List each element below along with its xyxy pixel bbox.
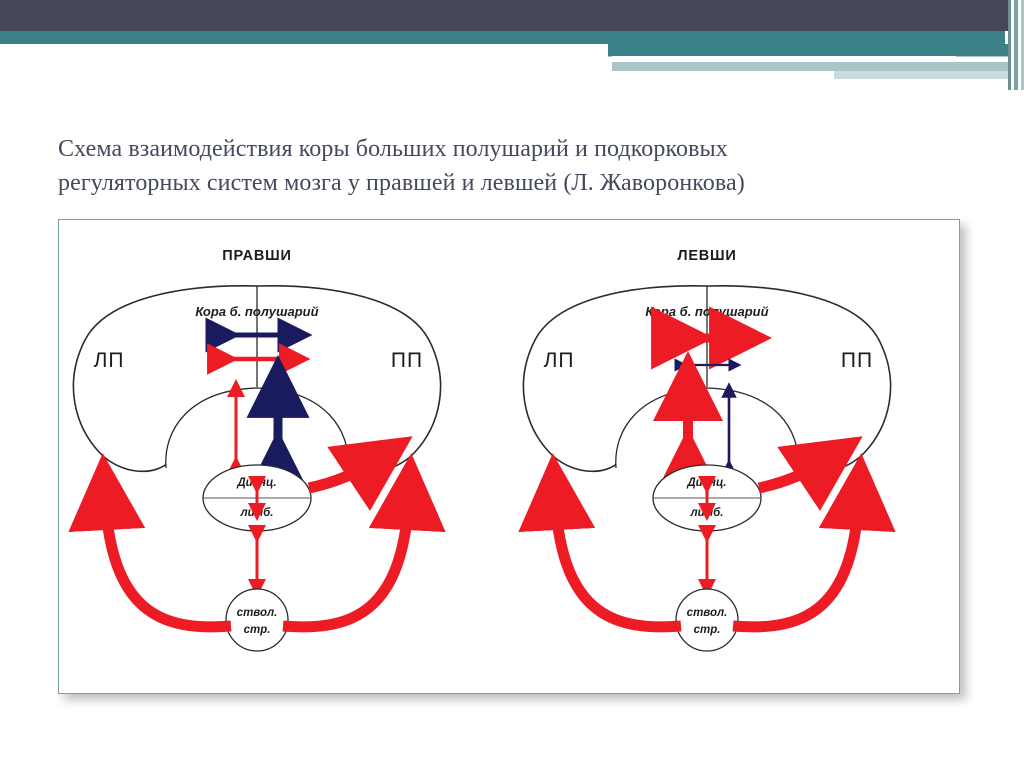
header-accent-white-2 (612, 71, 834, 79)
ascending-arrow-right-left-handers (732, 453, 896, 633)
cortex-label-right-handers: Кора б. полушарий (195, 304, 318, 319)
slide-title: Схема взаимодействия коры больших полуша… (58, 136, 745, 196)
diencephalon-to-right-hemisphere-arrow-right-handers (307, 436, 413, 511)
ascending-arrow-left-right-handers (68, 453, 232, 633)
header-vertical-stripe-3 (1014, 0, 1018, 90)
header-vertical-stripe-5 (1021, 0, 1024, 90)
header-dark-bar-cap (1002, 0, 1008, 31)
slide-header-decoration (0, 0, 1024, 90)
diagram-canvas: ПРАВШИ Кора б. полушарий ЛП ПП (59, 220, 959, 693)
diagram-left-handers: ЛЕВШИ Кора б. полушарий ЛП ПП Диэнц. (518, 248, 896, 652)
diagram-right-handers: ПРАВШИ Кора б. полушарий ЛП ПП (68, 248, 446, 652)
diagram-heading-right-handers: ПРАВШИ (222, 248, 292, 264)
header-dark-bar (0, 0, 1002, 31)
right-hemisphere-label-left-handers: ПП (841, 349, 873, 372)
header-white-gap-2 (0, 47, 608, 60)
ascending-arrow-left-left-handers (518, 453, 682, 633)
header-accent-light-teal-1 (612, 62, 1010, 71)
left-hemisphere-label-right-handers: ЛП (94, 349, 125, 372)
ascending-arrow-right-right-handers (282, 453, 446, 633)
header-vertical-stripe-1 (1008, 0, 1011, 90)
header-white-gap-1 (0, 44, 612, 48)
brainstem-label-line1-right-handers: ствол. (237, 607, 278, 619)
diagram-heading-left-handers: ЛЕВШИ (677, 248, 736, 264)
brain-interaction-diagram: ПРАВШИ Кора б. полушарий ЛП ПП (68, 248, 896, 652)
cortex-label-left-handers: Кора б. полушарий (645, 304, 768, 319)
brainstem-label-line2-left-handers: стр. (694, 624, 721, 636)
header-teal-bar (0, 31, 1005, 48)
diagram-frame: ПРАВШИ Кора б. полушарий ЛП ПП (58, 219, 960, 694)
header-accent-teal (608, 44, 1010, 56)
header-accent-white-3 (612, 79, 1010, 90)
brainstem-label-line1-left-handers: ствол. (687, 607, 728, 619)
header-accent-white-1 (612, 56, 956, 62)
brainstem-circle-left-handers (675, 588, 739, 652)
brainstem-label-line2-right-handers: стр. (244, 624, 271, 636)
header-accent-light-teal-2 (834, 71, 1010, 79)
right-hemisphere-label-right-handers: ПП (391, 349, 423, 372)
brainstem-circle-right-handers (225, 588, 289, 652)
diencephalon-to-right-hemisphere-arrow-left-handers (757, 436, 863, 511)
header-vertical-stripe-4 (1019, 0, 1021, 90)
left-hemisphere-label-left-handers: ЛП (544, 349, 575, 372)
header-vertical-stripe-2 (1012, 0, 1014, 90)
